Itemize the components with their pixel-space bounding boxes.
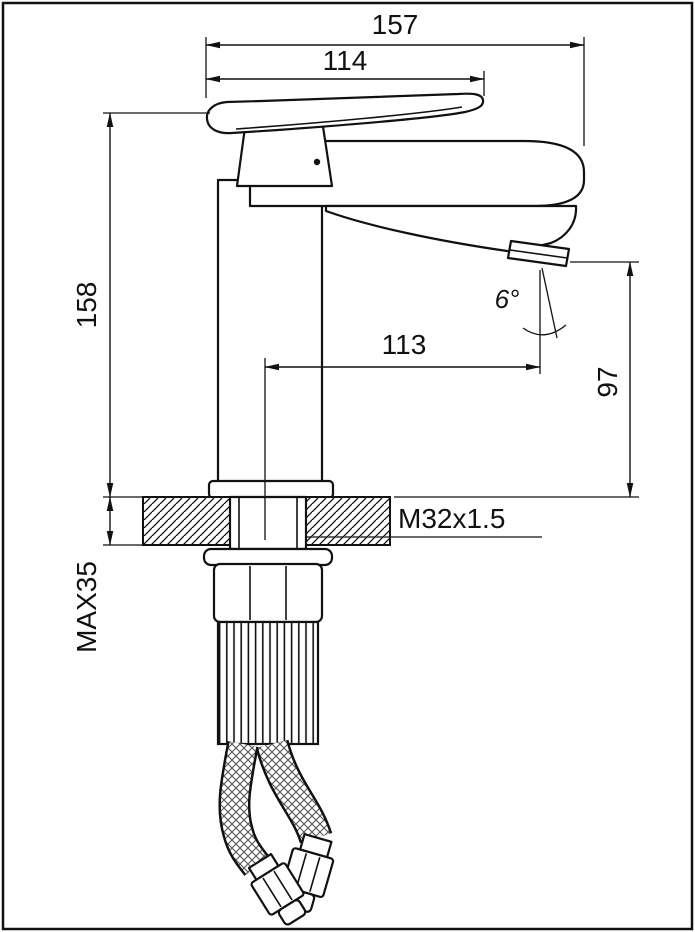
splined-collar (216, 620, 320, 746)
hose-left (218, 741, 270, 876)
dim-max-thickness: MAX35 (71, 496, 143, 653)
dim-outlet-height-label: 97 (592, 366, 623, 397)
faucet-handle (205, 92, 485, 135)
dim-spout-angle-label: 6° (495, 284, 520, 314)
dim-spout-reach-label: 113 (382, 329, 427, 360)
mounting-nut (212, 562, 324, 624)
dim-handle-width-label: 114 (323, 45, 368, 76)
dim-body-height-label: 158 (71, 282, 102, 329)
mounting-washer (202, 547, 334, 567)
mounting-hardware (202, 495, 334, 746)
faucet-body (205, 92, 586, 500)
hose-fitting-left (247, 853, 307, 926)
thread-callout-label: M32x1.5 (398, 503, 505, 534)
base-flange (207, 479, 335, 500)
spout-aerator (506, 239, 571, 268)
dim-handle-width: 114 (205, 45, 485, 96)
thread-callout: M32x1.5 (306, 503, 542, 538)
indicator-dot (313, 158, 321, 166)
supply-hoses (218, 739, 335, 926)
dim-total-width-label: 157 (372, 9, 419, 40)
dim-spout-reach: 113 (264, 270, 541, 540)
hose-right (255, 739, 333, 844)
dim-outlet-height: 97 (394, 261, 639, 498)
faucet-column (216, 178, 324, 485)
dim-body-height: 158 (71, 112, 210, 498)
dim-max-thickness-label: MAX35 (71, 561, 102, 653)
dim-total-width: 157 (205, 9, 585, 146)
threaded-shank (228, 495, 308, 551)
dim-spout-angle: 6° (495, 267, 567, 339)
